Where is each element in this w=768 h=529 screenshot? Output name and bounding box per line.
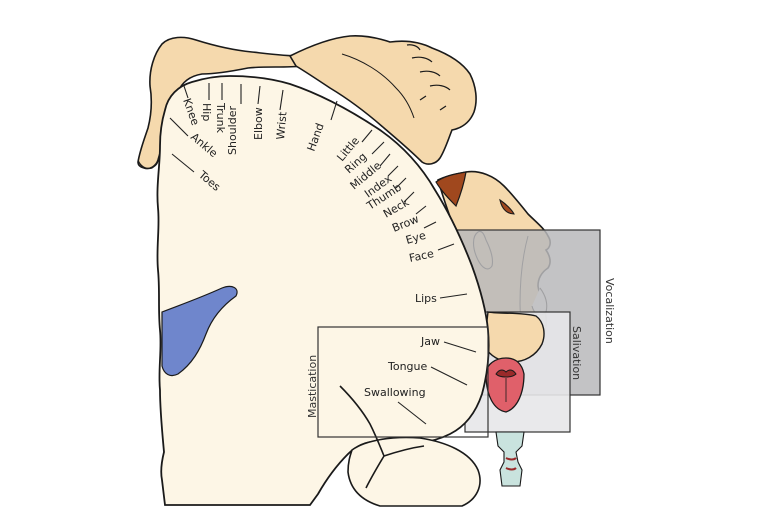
larynx-rings <box>505 457 517 471</box>
svg-text:Shoulder: Shoulder <box>226 106 239 155</box>
label-shoulder: Shoulder <box>226 106 239 155</box>
svg-text:Trunk: Trunk <box>214 102 227 134</box>
sulcus-line <box>339 385 425 489</box>
svg-text:Elbow: Elbow <box>252 107 265 140</box>
cortex-outline <box>156 75 490 506</box>
tongue-lips <box>495 369 517 378</box>
toes-illustration <box>137 159 159 170</box>
svg-text:Face: Face <box>408 247 435 265</box>
svg-text:Eye: Eye <box>404 229 427 247</box>
label-eye: Eye <box>404 229 427 247</box>
arm-crease <box>341 53 415 119</box>
svg-text:Wrist: Wrist <box>274 111 289 141</box>
label-vocalization: Vocalization <box>603 278 616 344</box>
label-trunk: Trunk <box>214 102 227 134</box>
mastication-box <box>317 326 489 438</box>
svg-text:Mastication: Mastication <box>306 355 319 418</box>
label-jaw: Jaw <box>420 335 440 348</box>
label-lips: Lips <box>415 292 437 305</box>
hair-illustration <box>435 171 467 208</box>
eye-illustration <box>499 198 515 215</box>
label-mastication: Mastication <box>306 355 319 418</box>
svg-text:Hip: Hip <box>200 103 213 121</box>
label-swallowing: Swallowing <box>364 386 426 399</box>
svg-text:Vocalization: Vocalization <box>603 278 616 344</box>
label-hip: Hip <box>200 103 213 121</box>
label-elbow: Elbow <box>252 107 265 140</box>
blue-region <box>161 285 238 377</box>
label-wrist: Wrist <box>274 111 289 141</box>
leg-shape <box>137 36 303 170</box>
svg-text:Salivation: Salivation <box>570 326 583 380</box>
arm-illustration <box>288 35 477 165</box>
label-face: Face <box>408 247 435 265</box>
leader-lines <box>169 83 477 425</box>
label-tongue: Tongue <box>387 360 428 373</box>
label-salivation: Salivation <box>570 326 583 380</box>
fist-fingers <box>406 44 451 111</box>
